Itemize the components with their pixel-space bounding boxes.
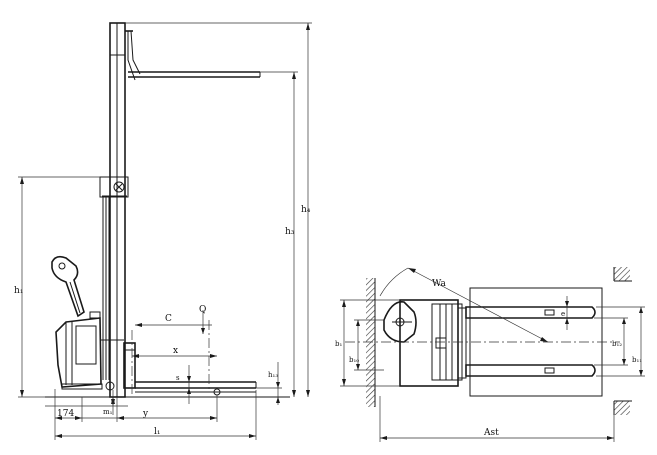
raised-fork	[125, 30, 261, 81]
dim-h3: h₃	[260, 71, 298, 397]
lowered-fork	[123, 320, 257, 397]
label-e: e	[561, 310, 565, 318]
label-y: y	[142, 409, 149, 419]
top-view: Wa b₁ b₁₀ e	[335, 267, 645, 442]
label-h3: h₃	[285, 227, 295, 237]
label-h4: h₄	[301, 205, 311, 215]
dim-x: x	[132, 346, 217, 358]
left-wall	[366, 278, 376, 407]
label-b10: b₁₀	[349, 356, 359, 364]
dim-ast: Ast	[379, 396, 615, 442]
label-s: s	[176, 374, 180, 382]
dim-h1: h₁	[14, 176, 100, 398]
dim-c-q: C Q	[135, 305, 212, 334]
label-h1: h₁	[14, 286, 23, 296]
label-b11: b₁₁	[632, 356, 642, 364]
mast-head	[99, 176, 129, 198]
label-wa: Wa	[432, 279, 446, 289]
label-b1: b₁	[335, 340, 342, 348]
forks-top	[465, 306, 596, 377]
label-174: 174	[57, 409, 74, 419]
label-b12: b₁₂	[612, 340, 622, 348]
label-x: x	[173, 346, 178, 356]
dim-b10: b₁₀	[349, 319, 384, 371]
dim-wa: Wa	[379, 267, 549, 343]
label-ast: Ast	[483, 428, 499, 438]
label-c: C	[165, 314, 172, 324]
right-wall	[613, 267, 632, 415]
side-view: h₄ h₃ h₁₃ h₁	[14, 22, 312, 440]
dim-b1: b₁	[335, 299, 400, 387]
dim-h13: h₁₃	[256, 362, 282, 405]
label-h13: h₁₃	[268, 371, 278, 379]
dim-h4: h₄	[125, 22, 312, 397]
label-q: Q	[199, 305, 206, 315]
truck-body-top	[399, 299, 467, 387]
tiller-top	[383, 301, 417, 343]
dim-e: e	[561, 296, 569, 330]
dim-bottom: m₁ 174 y l₁	[45, 389, 257, 440]
truck-body	[55, 311, 124, 391]
mast	[102, 22, 127, 398]
dim-b11-b12: b₁₂ b₁₁	[594, 306, 645, 377]
label-m1: m₁	[103, 408, 113, 416]
tiller-handle	[51, 255, 85, 318]
dim-s: s	[176, 365, 191, 404]
label-l1: l₁	[154, 427, 161, 437]
